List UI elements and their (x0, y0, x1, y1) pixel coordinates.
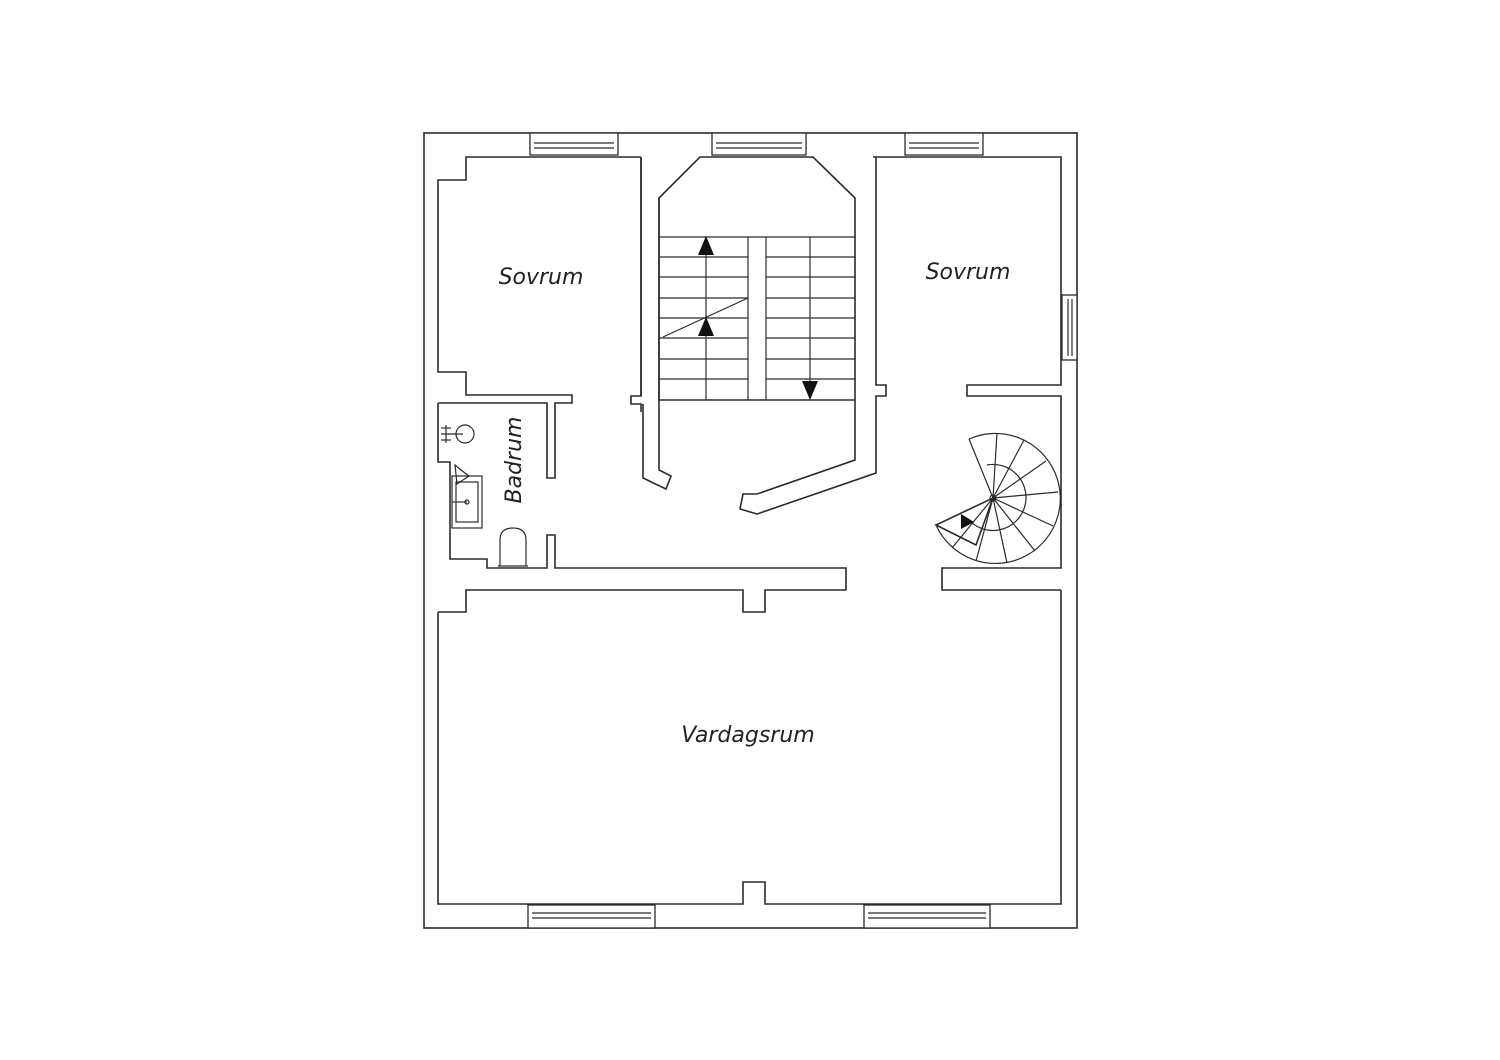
window-top-left (529, 132, 619, 156)
room-label-bedroom-left: Sovrum (499, 265, 584, 290)
bedroom-left-walls (437, 156, 642, 479)
room-label-bedroom-right: Sovrum (926, 260, 1011, 285)
windows (527, 132, 1078, 929)
shower-fixture (441, 424, 475, 444)
window-right-side (1061, 294, 1078, 361)
living-room-walls (437, 590, 1062, 905)
stair-arrow-down (802, 381, 818, 400)
room-label-bathroom: Badrum (502, 417, 527, 504)
window-top-right (904, 132, 984, 156)
stair-treads (659, 236, 855, 400)
stairwell (642, 156, 887, 515)
stair-arrow-up-lower (698, 317, 714, 336)
bedroom-right-walls (876, 156, 1062, 591)
stair-arrow-up-upper (698, 236, 714, 255)
bathroom (437, 403, 847, 613)
room-label-living-room: Vardagsrum (681, 723, 814, 748)
spiral-staircase (934, 432, 1061, 565)
window-bottom-left (527, 904, 656, 929)
window-bottom-right (863, 904, 991, 929)
toilet-fixture (498, 527, 528, 567)
window-top-center (711, 132, 807, 156)
sink-fixture (451, 463, 483, 529)
spiral-stair-arrow (961, 514, 974, 529)
